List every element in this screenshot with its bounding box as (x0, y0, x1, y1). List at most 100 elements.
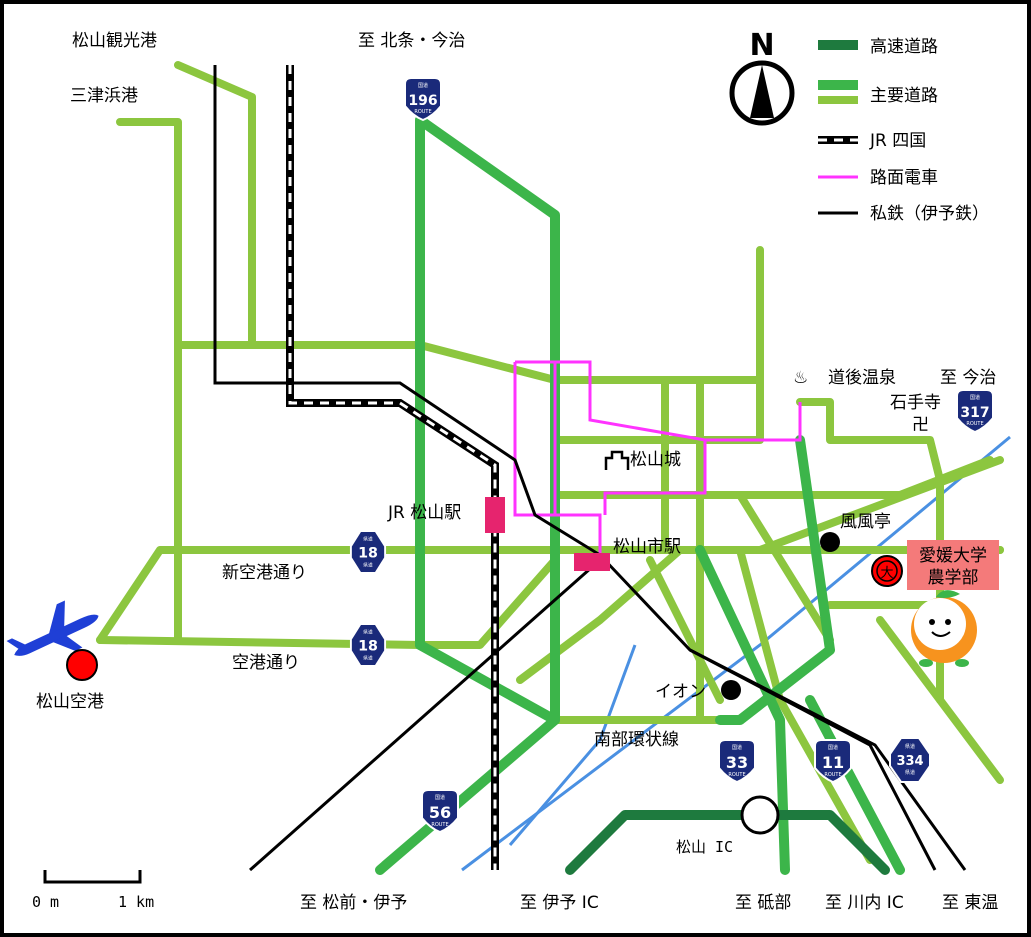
label-fufutei: 風風亭 (840, 512, 891, 532)
label-jr-station: JR 松山駅 (387, 503, 461, 523)
svg-text:国道: 国道 (970, 394, 980, 401)
castle-icon (604, 450, 630, 470)
tram-loop (515, 360, 802, 442)
label-to-tobe: 至 砥部 (735, 893, 791, 913)
rail-yokogawara (689, 648, 937, 871)
scale-label-0: 0 m (32, 893, 59, 911)
onsen-icon: ♨ (793, 368, 808, 388)
route-196-shield: 国道 196 ROUTE (404, 77, 442, 121)
svg-text:56: 56 (429, 803, 451, 822)
route-18-shield-north: 県道 18 県道 (349, 530, 387, 574)
road-ishite (796, 398, 944, 704)
aeon-marker[interactable] (721, 680, 741, 700)
label-castle: 松山城 (630, 450, 681, 470)
svg-text:県道: 県道 (363, 654, 373, 661)
legend-expressway-label: 高速道路 (870, 37, 938, 57)
road-east1 (756, 456, 1004, 554)
label-to-imabari: 至 今治 (940, 368, 996, 388)
jr-outer (286, 65, 499, 870)
route-56-shield: 国道 56 ROUTE (421, 789, 459, 833)
matsuyamashi-station-marker[interactable] (574, 553, 610, 571)
river-branch (508, 644, 637, 846)
map-labels: 松山観光港 三津浜港 至 北条・今治 ♨ 道後温泉 至 今治 石手寺 卍 松山城… (36, 31, 998, 913)
road-v3 (736, 491, 834, 644)
airport-marker[interactable] (66, 649, 98, 681)
expressway (565, 810, 890, 875)
temple-icon: 卍 (912, 415, 929, 435)
label-to-toon: 至 東温 (942, 893, 998, 913)
airport-plane-icon (6, 600, 99, 656)
legend-expressway-swatch (818, 40, 858, 50)
expressway-line (565, 810, 890, 875)
legend-main-road-swatch (818, 96, 858, 104)
route-317-shield: 国道 317 ROUTE (956, 389, 994, 433)
svg-text:ROUTE: ROUTE (414, 109, 431, 115)
label-to-iyo-ic: 至 伊予 IC (520, 893, 599, 913)
road-11-south (805, 695, 905, 875)
jr-matsuyama-station-marker[interactable] (485, 497, 505, 533)
svg-text:11: 11 (822, 753, 844, 772)
label-to-kawauchi: 至 川内 IC (825, 893, 904, 913)
private-rail (213, 65, 967, 872)
label-ishiteji: 石手寺 (890, 393, 941, 413)
university-label-box[interactable] (907, 540, 999, 590)
label-shinkuko-dori: 新空港通り (222, 563, 307, 583)
svg-text:334: 334 (896, 754, 923, 769)
road-ring (415, 640, 560, 725)
svg-text:ROUTE: ROUTE (431, 822, 448, 828)
jr-dash (288, 65, 497, 870)
legend: N 高速道路 主要道路 JR 四国 路面電車 私鉄（伊予鉄） (729, 28, 989, 224)
label-dogo: 道後温泉 (828, 368, 896, 388)
legend-arterial-swatch (818, 80, 858, 90)
scale-bar: 0 m 1 km (32, 870, 154, 911)
river-ishite (461, 435, 1011, 872)
tram-castle (603, 440, 707, 515)
label-to-hojo: 至 北条・今治 (358, 31, 465, 51)
svg-text:県道: 県道 (905, 743, 915, 750)
tram-west (513, 362, 602, 555)
road-south-tobe (646, 556, 724, 704)
svg-text:県道: 県道 (363, 629, 373, 636)
label-kanko-port: 松山観光港 (72, 31, 157, 51)
svg-text:ROUTE: ROUTE (824, 772, 841, 778)
label-aeon: イオン (655, 682, 706, 702)
road-east-west-north (174, 341, 764, 384)
jr-line (286, 65, 499, 870)
svg-text:国道: 国道 (828, 744, 838, 751)
compass-needle-icon (750, 65, 774, 118)
road-castle-ring (551, 246, 764, 444)
svg-text:18: 18 (358, 546, 378, 562)
svg-text:国道: 国道 (435, 794, 445, 801)
svg-text:18: 18 (358, 639, 378, 655)
matsuyama-ic-marker[interactable] (740, 795, 780, 835)
svg-text:県道: 県道 (363, 561, 373, 568)
label-university: 愛媛大学 (919, 546, 987, 566)
legend-tram-label: 路面電車 (870, 168, 938, 188)
svg-text:県道: 県道 (363, 536, 373, 543)
svg-text:県道: 県道 (905, 769, 915, 776)
road-east-334 (876, 616, 1004, 784)
fufutei-marker[interactable] (820, 532, 840, 552)
north-letter: N (749, 28, 774, 63)
svg-text:国道: 国道 (732, 744, 742, 751)
route-33-shield: 国道 33 ROUTE (718, 739, 756, 783)
compass: N (729, 28, 795, 126)
route-334-shield: 県道 334 県道 (889, 737, 931, 783)
svg-text:196: 196 (408, 93, 437, 109)
rail-takahama (213, 65, 967, 871)
svg-text:ROUTE: ROUTE (728, 772, 745, 778)
svg-text:ROUTE: ROUTE (966, 421, 983, 427)
university-badge-text: 大 (880, 566, 893, 581)
rail-gunchu (249, 558, 601, 872)
legend-jr-label: JR 四国 (869, 131, 926, 151)
label-kuko-dori: 空港通り (232, 653, 300, 673)
scale-label-1: 1 km (118, 893, 154, 911)
road-south-fufu (736, 546, 874, 864)
mikan-mascot-icon (911, 590, 977, 667)
legend-main-road-label: 主要道路 (870, 86, 938, 106)
label-airport: 松山空港 (36, 692, 104, 712)
svg-text:国道: 国道 (418, 82, 428, 89)
tram-lines (513, 360, 802, 555)
